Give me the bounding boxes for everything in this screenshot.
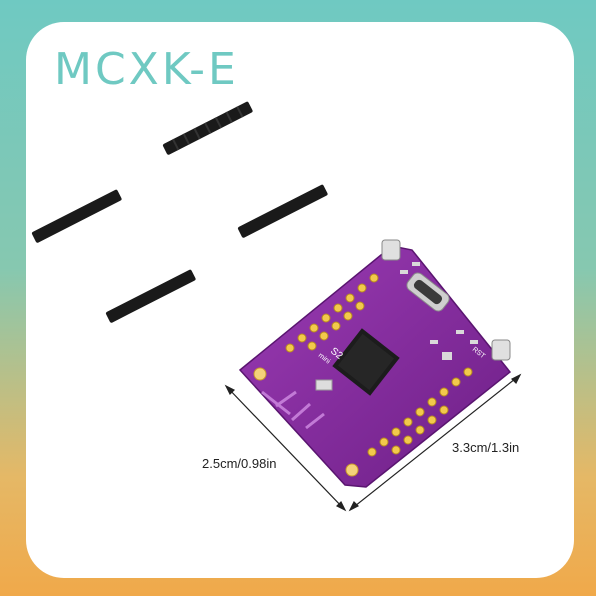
usb-c-port xyxy=(406,272,450,312)
gpio-pads-right xyxy=(367,367,473,457)
product-card xyxy=(26,22,574,578)
width-dimension-line xyxy=(225,385,346,511)
pin-header-1 xyxy=(155,81,265,184)
mounting-hole xyxy=(253,367,267,381)
crystal xyxy=(315,379,333,391)
width-dimension-label: 2.5cm/0.98in xyxy=(202,456,277,471)
length-dimension-line xyxy=(349,374,521,511)
antenna-trace xyxy=(261,390,325,430)
pin-header-2 xyxy=(24,169,134,272)
dev-board: S2 mini RST xyxy=(238,239,512,488)
mounting-hole xyxy=(345,463,359,477)
pin-header-4 xyxy=(98,249,208,352)
width-arrow-end xyxy=(335,500,347,512)
pin-header-3 xyxy=(230,164,340,267)
length-arrow-end xyxy=(510,373,522,385)
width-arrow-start xyxy=(224,384,236,396)
length-arrow-start xyxy=(348,500,360,512)
dimension-lines xyxy=(224,373,522,512)
length-dimension-label: 3.3cm/1.3in xyxy=(452,440,520,455)
smd-components xyxy=(400,262,478,360)
mcu-chip xyxy=(332,328,400,396)
reset-button xyxy=(491,339,511,361)
brand-logo: MCXK-E xyxy=(54,44,239,95)
boot-button xyxy=(381,239,401,261)
gpio-pads-left xyxy=(285,273,379,353)
